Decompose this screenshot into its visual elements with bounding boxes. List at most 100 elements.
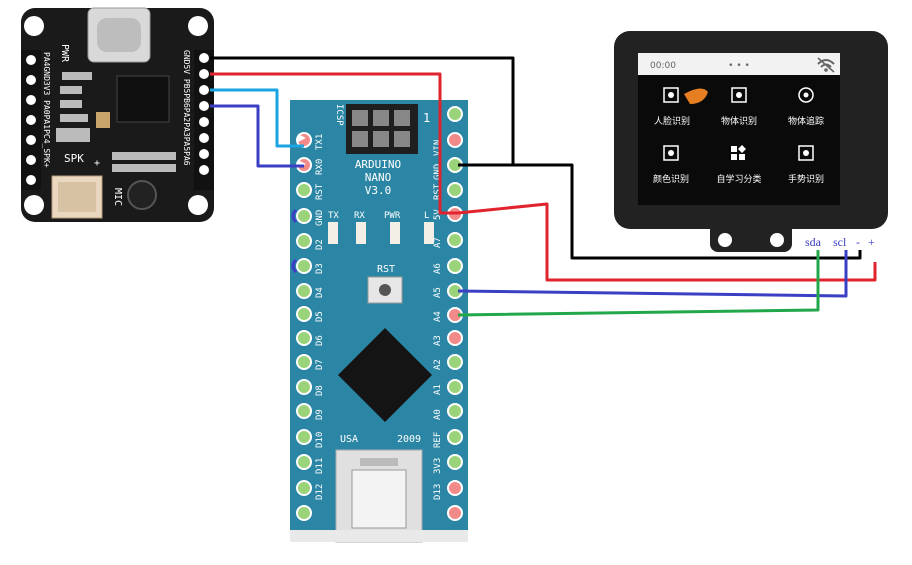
- nano-left-pins: [296, 132, 312, 521]
- pin-label: REF: [433, 432, 443, 448]
- pin-label: D3: [315, 263, 325, 274]
- brand-label: ARDUINO.CC: [267, 246, 277, 300]
- voice-chip: [116, 75, 170, 123]
- pin-label: D11: [315, 458, 325, 474]
- mic-label: MIC: [112, 188, 123, 206]
- led-label: PWR: [384, 211, 401, 221]
- pin-label: D8: [315, 385, 325, 396]
- pin-label-sda: sda: [805, 235, 822, 249]
- pin-label: D4: [315, 287, 325, 298]
- function-tile[interactable]: 人脸识别: [654, 87, 708, 127]
- color-icon: [663, 145, 679, 161]
- pin-label: D2: [315, 239, 325, 250]
- wire-gnd-voice: [210, 56, 515, 167]
- function-tile[interactable]: 物体识别: [721, 87, 757, 127]
- led: [328, 222, 338, 244]
- jumper-mark: [291, 208, 298, 224]
- pin-label: TX1: [315, 134, 325, 150]
- wires: [210, 56, 877, 317]
- nano-title-line: V3.0: [365, 184, 392, 197]
- pin-label: A0: [433, 409, 443, 420]
- led: [356, 222, 366, 244]
- pin-label: D6: [315, 335, 325, 346]
- pin-label: D7: [315, 359, 325, 370]
- pin-label: RST: [433, 183, 443, 200]
- self-learning-icon: [731, 145, 746, 160]
- pin-label: RX0: [315, 159, 325, 175]
- plus-label: +: [94, 158, 100, 169]
- mount-hole: [188, 195, 208, 215]
- year-label: 2009: [397, 434, 421, 445]
- tile-label: 自学习分类: [716, 173, 761, 185]
- pin-label: D13: [433, 484, 443, 500]
- pin-one-label: 1: [423, 111, 430, 125]
- ai-vision-module: 00:00 • • • 人脸识别 物体识别 物体追踪 颜色识别: [614, 31, 888, 252]
- reset-button[interactable]: [367, 276, 403, 304]
- rst-label: RST: [377, 264, 395, 275]
- wire-5v-screen: [457, 202, 877, 282]
- tile-label: 物体识别: [721, 115, 757, 127]
- wire-5v-voice: [210, 72, 458, 215]
- microphone: [127, 180, 157, 210]
- pin-label: A4: [433, 311, 443, 322]
- tile-label: 物体追踪: [788, 115, 824, 127]
- voice-left-pin-labels: PA4GND3V3 PA0PA1PC4_SPK+: [42, 52, 51, 168]
- screen-top-bar: [638, 53, 840, 75]
- pin-label: D9: [315, 409, 325, 420]
- function-tile[interactable]: 物体追踪: [788, 87, 824, 127]
- pin-label: A5: [433, 287, 443, 298]
- page-dots: • • •: [728, 61, 750, 71]
- wire-i2c-sda: [457, 250, 820, 317]
- mount-hole: [24, 195, 44, 215]
- voice-right-header: [194, 50, 214, 190]
- wire-uart-tx: [210, 88, 304, 148]
- function-tile[interactable]: 自学习分类: [716, 145, 762, 185]
- pin-label: 3V3: [433, 458, 443, 474]
- nano-left-pin-labels: TX1 RX0 RST GND D2 D3 D4 D5 D6 D7 D8 D9 …: [315, 134, 325, 500]
- microcontroller-chip: [338, 328, 432, 422]
- function-tile[interactable]: 颜色识别: [653, 145, 689, 185]
- jumper-mark: [291, 258, 298, 274]
- wire-uart-rx: [210, 104, 304, 168]
- pin-label: A2: [433, 359, 443, 370]
- pin-label: VIN: [433, 140, 443, 156]
- arduino-nano: ICSP 1 ARDUINO NANO V3.0 TX RX PWR L RST…: [267, 100, 468, 543]
- screen-display: [638, 53, 840, 205]
- wire-gnd-screen: [513, 163, 862, 260]
- smd-component: [62, 72, 92, 80]
- voice-module: PWR SPK + MIC PA4GND3V3 PA0PA1PC4_SPK+ G…: [21, 7, 214, 222]
- pin-label-scl: scl: [833, 235, 847, 249]
- wifi-icon: [817, 57, 835, 73]
- voice-right-pin-labels: GND5V PB5PB6PA2PA3PA5PA6: [182, 50, 191, 166]
- function-tile[interactable]: 手势识别: [788, 145, 824, 185]
- nano-title-line: ARDUINO: [355, 158, 401, 171]
- led: [424, 222, 434, 244]
- pin-label: D5: [315, 311, 325, 322]
- tile-label: 手势识别: [788, 173, 824, 185]
- nano-right-pin-labels: VIN GND RST 5V A7 A6 A5 A4 A3 A2 A1 A0 R…: [433, 140, 443, 500]
- wire-i2c-scl: [457, 250, 848, 298]
- pin-label: GND: [315, 210, 325, 226]
- voice-left-header: [21, 50, 41, 190]
- pwr-label: PWR: [59, 44, 70, 63]
- pin-label: 5V: [433, 209, 443, 220]
- pin-label: GND: [433, 164, 443, 180]
- icsp-label: ICSP: [334, 104, 344, 126]
- pin-label-gnd: -: [856, 235, 860, 249]
- pin-label: D12: [315, 484, 325, 500]
- nano-title-line: NANO: [365, 171, 392, 184]
- pointer-hand-icon: [684, 88, 708, 104]
- time-label: 00:00: [650, 61, 676, 71]
- led-label: L: [424, 211, 429, 221]
- pin-label: A6: [433, 263, 443, 274]
- tracking-icon: [798, 87, 814, 103]
- usa-label: USA: [340, 434, 358, 445]
- pin-label: A1: [433, 384, 443, 395]
- led-label: TX: [328, 211, 339, 221]
- spk-label: SPK: [64, 152, 84, 165]
- led: [390, 222, 400, 244]
- pin-label-vcc: +: [868, 235, 875, 249]
- led-label: RX: [354, 211, 365, 221]
- mount-hole: [188, 16, 208, 36]
